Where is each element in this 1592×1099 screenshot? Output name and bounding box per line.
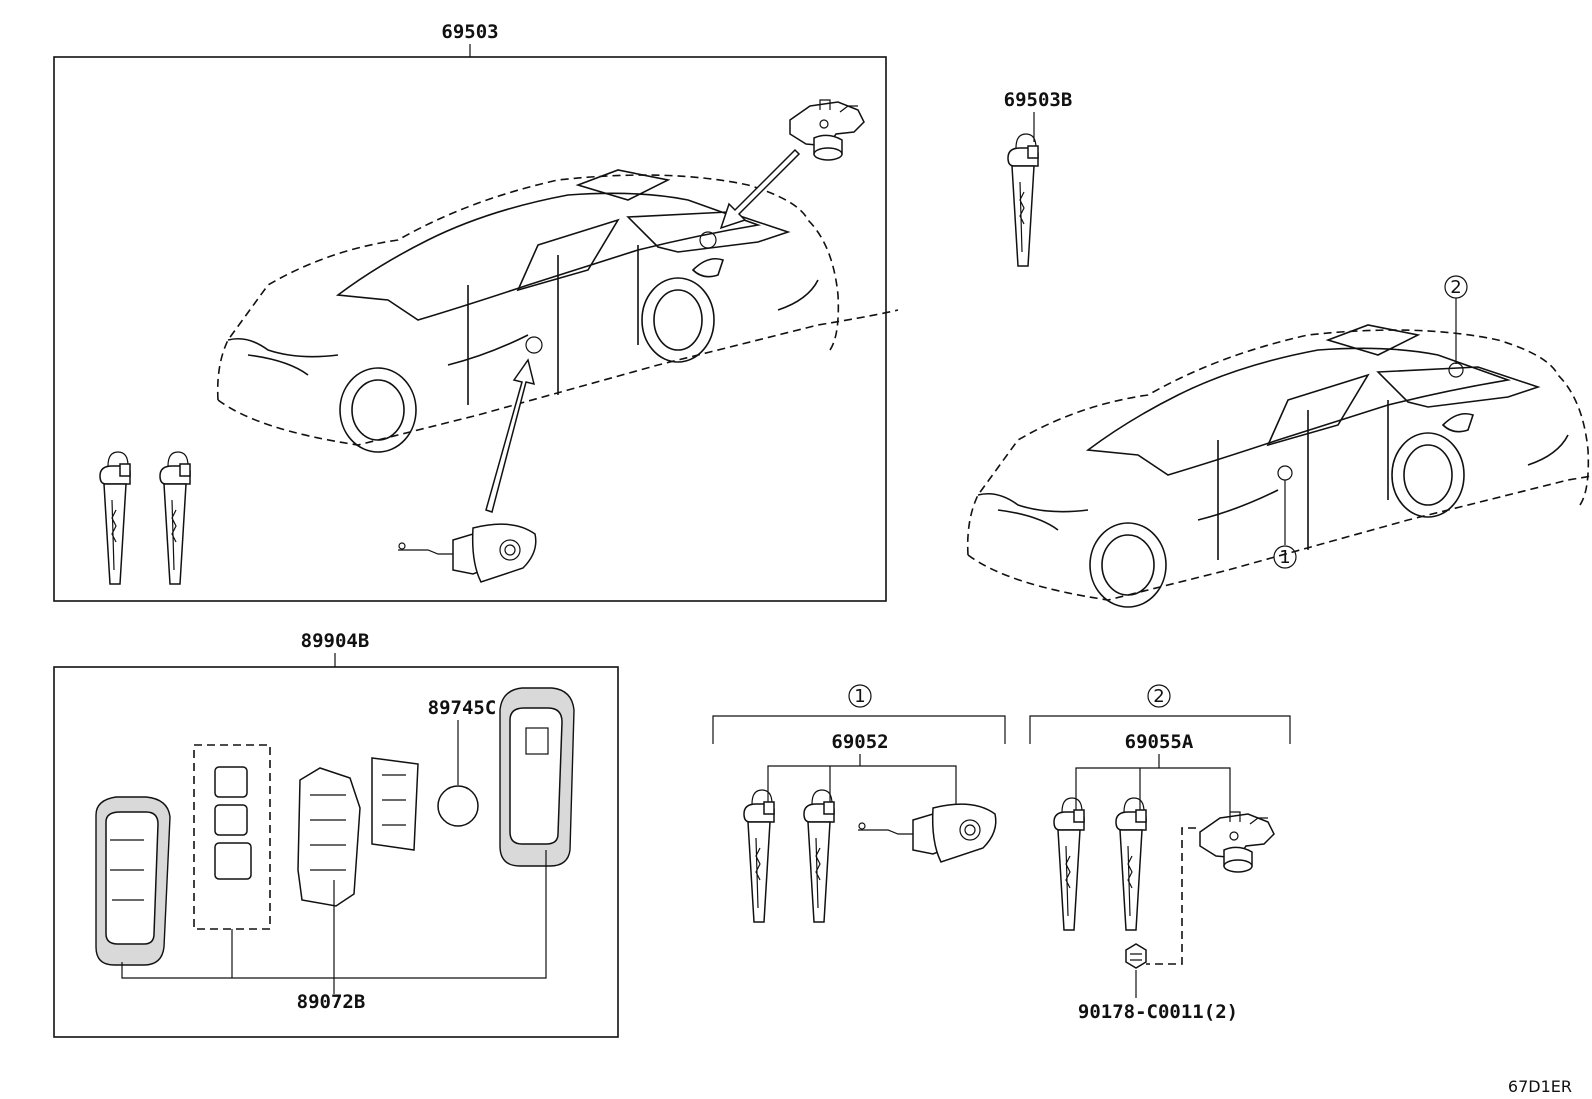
part-number-89904B: 89904B — [301, 630, 370, 652]
group-bracket-1 — [712, 715, 1006, 744]
arrow-icon — [719, 148, 801, 230]
circuit-board-icon — [297, 767, 361, 907]
trunk-lock-cylinder-icon — [789, 99, 865, 161]
key-icon — [1053, 797, 1085, 931]
group-bracket-2 — [1029, 715, 1291, 744]
callout-2: 2 — [1450, 277, 1461, 298]
circuit-board-icon — [371, 757, 419, 851]
group-box-69503 — [53, 56, 887, 602]
callout-1: 1 — [1279, 547, 1290, 568]
key-icon — [1007, 133, 1039, 267]
part-number-69052: 69052 — [831, 731, 888, 753]
arrow-icon — [485, 358, 536, 513]
group-callout-1: 1 — [854, 686, 865, 707]
screw-leader — [1146, 827, 1196, 965]
sedan-icon — [216, 169, 899, 453]
part-number-90178-C0011: 90178-C0011(2) — [1078, 1001, 1238, 1023]
key-icon — [159, 451, 191, 585]
trunk-lock-cylinder-icon — [1199, 811, 1275, 873]
part-number-69055A: 69055A — [1125, 731, 1194, 753]
part-number-69503: 69503 — [441, 21, 498, 43]
part-number-89072B: 89072B — [297, 991, 366, 1013]
trunk-lock-location-marker — [699, 231, 717, 249]
part-number-69503B: 69503B — [1004, 89, 1073, 111]
button-pad-icon — [214, 766, 252, 880]
callout-circle-2 — [1147, 684, 1171, 708]
door-lock-location-marker — [525, 336, 543, 354]
callout-circle-1 — [1273, 545, 1297, 569]
group-box-89904B — [53, 666, 619, 1038]
group-callout-2: 2 — [1153, 686, 1164, 707]
smart-key-icon — [95, 796, 171, 966]
screw-icon — [1125, 943, 1147, 969]
key-icon — [1115, 797, 1147, 931]
key-icon — [803, 789, 835, 923]
callout-circle-1 — [848, 684, 872, 708]
door-lock-cylinder-icon — [857, 803, 997, 863]
battery-icon — [437, 785, 479, 827]
smart-key-icon — [499, 687, 575, 867]
key-icon — [99, 451, 131, 585]
part-number-89745C: 89745C — [428, 697, 497, 719]
door-lock-cylinder-icon — [397, 523, 537, 583]
reference-code: 67D1ER — [1508, 1077, 1572, 1096]
key-icon — [743, 789, 775, 923]
